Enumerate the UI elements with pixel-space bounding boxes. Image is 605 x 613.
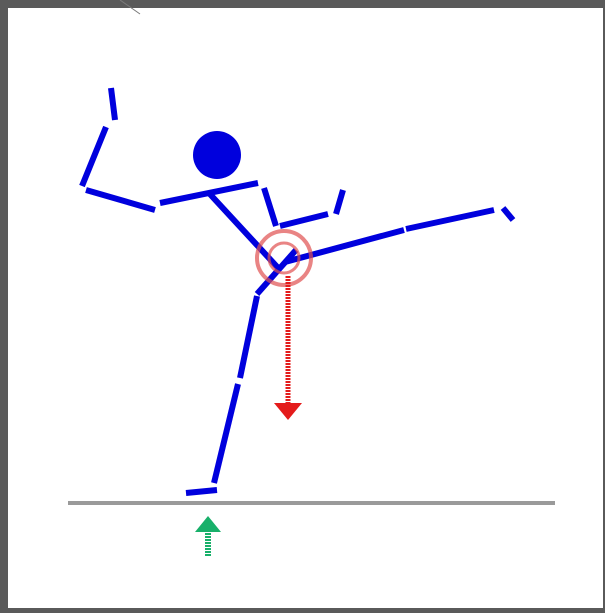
diagram-panel [8, 8, 603, 608]
left-forearm [85, 187, 156, 213]
left-upper-arm [79, 125, 109, 188]
stick-figure [79, 87, 516, 496]
right-upper-arm [261, 187, 279, 227]
ground-reaction-arrow [195, 516, 221, 556]
frame-corner-line [119, 0, 141, 15]
right-hand [333, 189, 346, 215]
kicking-thigh [284, 227, 405, 265]
left-hand [108, 87, 118, 121]
standing-foot [185, 487, 218, 496]
head [193, 131, 241, 179]
kicking-foot [500, 206, 516, 222]
right-forearm [279, 211, 329, 229]
standing-thigh [237, 295, 260, 379]
gravity-arrow [274, 276, 302, 420]
standing-shin [211, 383, 241, 484]
center-of-mass-marker [255, 229, 313, 287]
kicking-shin [405, 207, 495, 232]
